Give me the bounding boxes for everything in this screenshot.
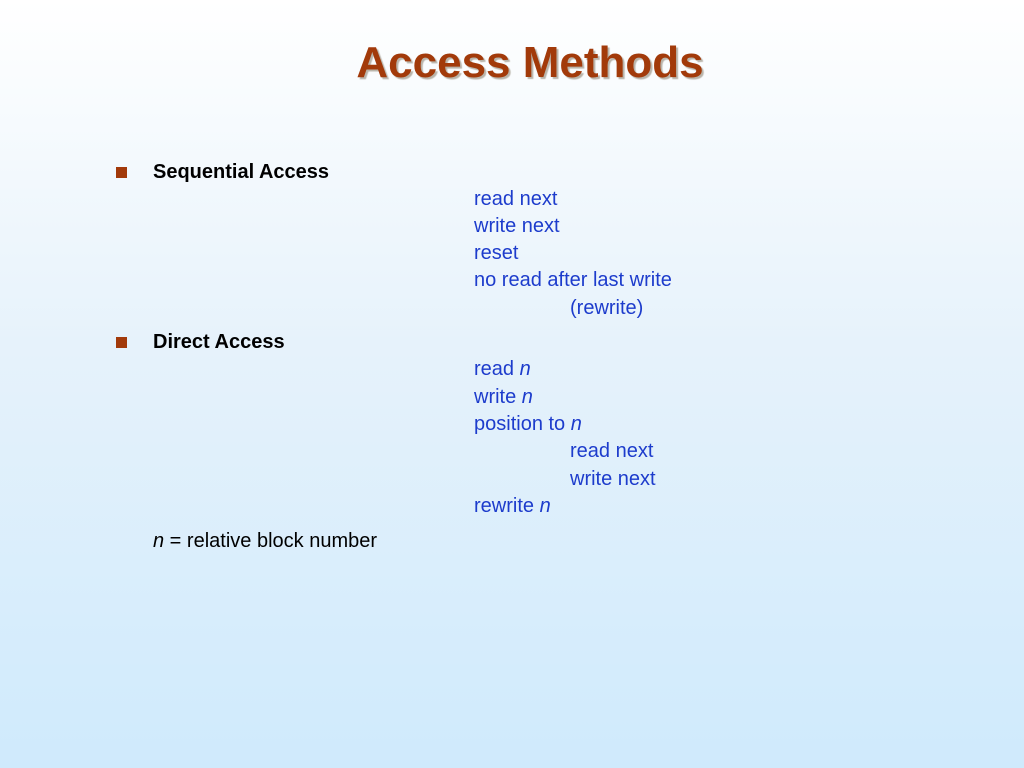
bullet-sequential-access: Sequential Access [116,158,329,186]
bullet-direct-access: Direct Access [116,328,285,356]
operation-item: read next [474,188,558,210]
operation-subitem: (rewrite) [570,297,644,319]
operation-item: position to n [474,413,582,435]
section-heading: Sequential Access [153,161,330,183]
square-bullet-icon [116,166,127,178]
operation-item: write next [474,215,560,237]
operation-item: rewrite n [474,495,551,517]
operation-subitem: write next [570,468,656,490]
square-bullet-icon [116,336,127,348]
operation-item: write n [474,386,533,408]
operation-item: no read after last write [474,269,672,291]
slide-title: Access Methods [356,38,704,87]
operation-item: read n [474,358,531,380]
operation-item: reset [474,242,519,264]
operation-subitem: read next [570,440,654,462]
definition-note: n = relative block number [153,530,378,552]
section-heading: Direct Access [153,331,285,353]
